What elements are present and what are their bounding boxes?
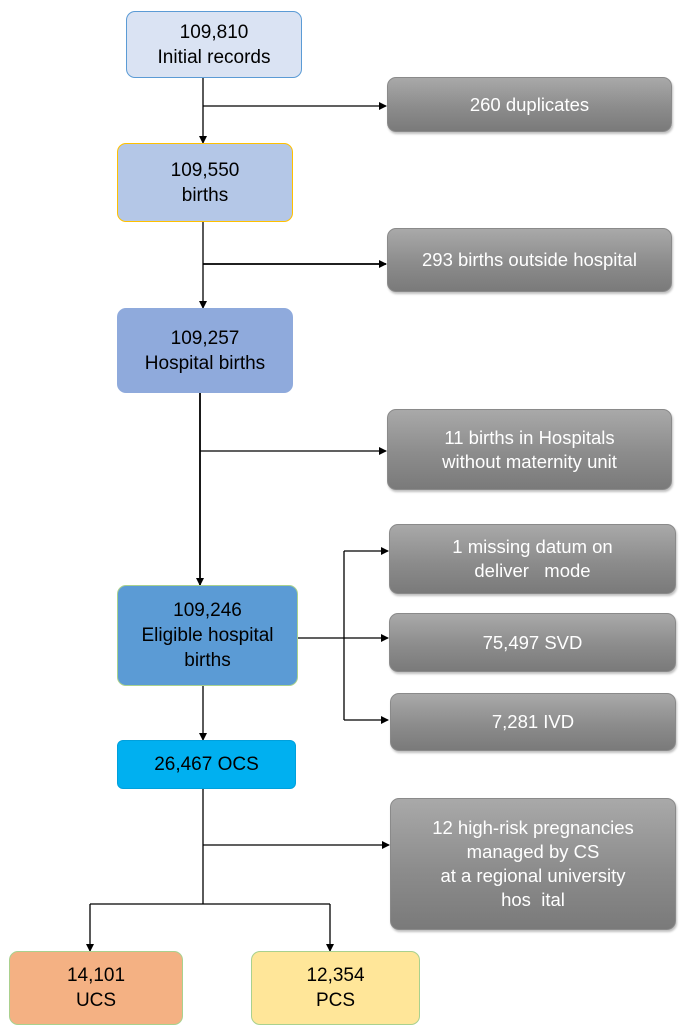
high-risk-line2: managed by CS [466, 841, 600, 862]
ucs-count: 14,101 [66, 965, 126, 986]
high-risk-line1: 12 high-risk pregnancies [432, 817, 634, 838]
eligible-count: 109,246 [173, 600, 242, 621]
pcs-box: 12,354 PCS [251, 951, 420, 1025]
high-risk-line4: hos ital [501, 889, 565, 910]
initial-records-label: Initial records [157, 46, 271, 68]
missing-datum-line1: 1 missing datum on [452, 536, 613, 557]
ucs-label: UCS [75, 990, 117, 1011]
births-label: births [181, 184, 229, 206]
hospital-births-count: 109,257 [170, 327, 240, 349]
pcs-count: 12,354 [306, 965, 365, 986]
svd-box: 75,497 SVD [389, 613, 676, 672]
duplicates-exclusion-box: 260 duplicates [387, 77, 672, 132]
ocs-label: 26,467 OCS [154, 754, 259, 775]
no-maternity-line2: without maternity unit [442, 450, 617, 472]
high-risk-pregnancies-box: 12 high-risk pregnancies managed by CS a… [390, 798, 676, 930]
no-maternity-unit-exclusion-box: 11 births in Hospitals without maternity… [387, 409, 672, 490]
high-risk-line3: at a regional university [440, 865, 626, 886]
hospital-births-label: Hospital births [144, 352, 266, 374]
births-box: 109,550 births [117, 143, 293, 222]
outside-hospital-text: 293 births outside hospital [422, 249, 637, 270]
initial-records-box: 109,810 Initial records [126, 11, 302, 78]
eligible-label-line2: Eligible hospital [141, 625, 274, 646]
svd-text: 75,497 SVD [482, 631, 583, 653]
ivd-box: 7,281 IVD [390, 693, 676, 751]
outside-hospital-exclusion-box: 293 births outside hospital [387, 228, 672, 292]
pcs-label: PCS [315, 990, 356, 1011]
eligible-hospital-births-box: 109,246 Eligible hospital births [117, 585, 298, 686]
missing-datum-box: 1 missing datum on deliver mode [389, 524, 676, 594]
no-maternity-line1: 11 births in Hospitals [444, 426, 615, 448]
duplicates-text: 260 duplicates [469, 93, 590, 115]
ucs-box: 14,101 UCS [9, 951, 183, 1025]
ocs-box: 26,467 OCS [117, 740, 296, 789]
eligible-label-line3: births [184, 650, 231, 671]
hospital-births-box: 109,257 Hospital births [117, 308, 293, 393]
ivd-text: 7,281 IVD [491, 711, 575, 732]
missing-datum-line2: deliver mode [474, 560, 591, 581]
births-count: 109,550 [170, 159, 240, 181]
initial-records-count: 109,810 [179, 21, 249, 43]
